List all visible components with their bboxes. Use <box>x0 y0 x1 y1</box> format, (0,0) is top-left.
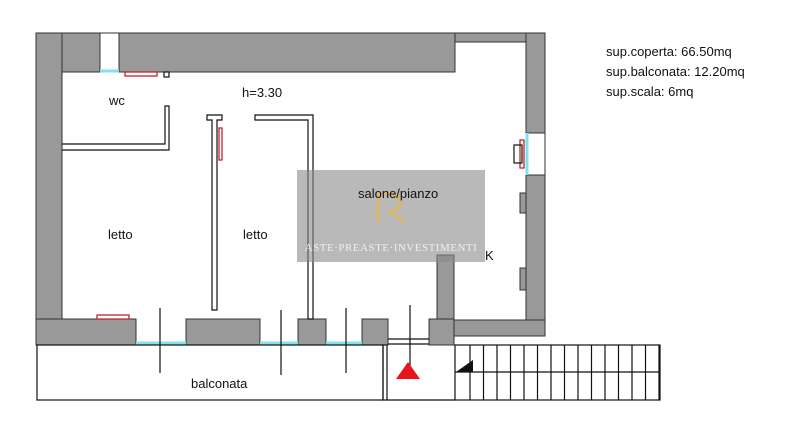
entrance-marker <box>396 362 420 379</box>
staircase <box>454 344 661 401</box>
partitions <box>62 71 314 320</box>
wall-bottom-1 <box>35 318 137 346</box>
window-wc <box>99 32 120 73</box>
wall-bottom-4 <box>361 318 389 346</box>
wall-bottom-2 <box>185 318 261 346</box>
wall-top <box>118 32 456 73</box>
door-lines <box>159 305 411 375</box>
legend-stair-area: sup.scala: 6mq <box>606 84 694 99</box>
balcony <box>36 344 455 401</box>
pillar-right-2 <box>519 267 527 291</box>
legend-balcony-area: sup.balconata: 12.20mq <box>606 64 745 79</box>
room-label-living: salone/pianzo <box>358 186 438 201</box>
watermark: ASTE·PREASTE·INVESTIMENTI <box>297 170 485 262</box>
radiators <box>96 71 525 320</box>
stair-direction-arrow <box>456 360 473 372</box>
svg-text:ASTE·PREASTE·INVESTIMENTI: ASTE·PREASTE·INVESTIMENTI <box>305 242 478 254</box>
wall-bottom-3 <box>297 318 327 346</box>
walls <box>35 32 546 346</box>
windows-bottom <box>136 338 429 345</box>
room-label-bedroom-1: letto <box>108 227 133 242</box>
room-label-kitchen: K <box>485 248 494 263</box>
wall-left <box>35 32 63 346</box>
wall-right-lower <box>525 174 546 337</box>
room-label-balcony: balconata <box>191 376 248 391</box>
room-label-wc: wc <box>108 93 125 108</box>
watermark-logo <box>376 191 407 224</box>
room-label-bedroom-2: letto <box>243 227 268 242</box>
pillar-right-1 <box>519 192 527 214</box>
ceiling-height-label: h=3.30 <box>242 85 282 100</box>
wall-right-upper <box>525 32 546 134</box>
wall-bottom-5 <box>428 318 455 346</box>
window-right <box>525 132 546 176</box>
surface-legend: sup.coperta: 66.50mq sup.balconata: 12.2… <box>606 42 745 102</box>
legend-covered-area: sup.coperta: 66.50mq <box>606 44 732 59</box>
